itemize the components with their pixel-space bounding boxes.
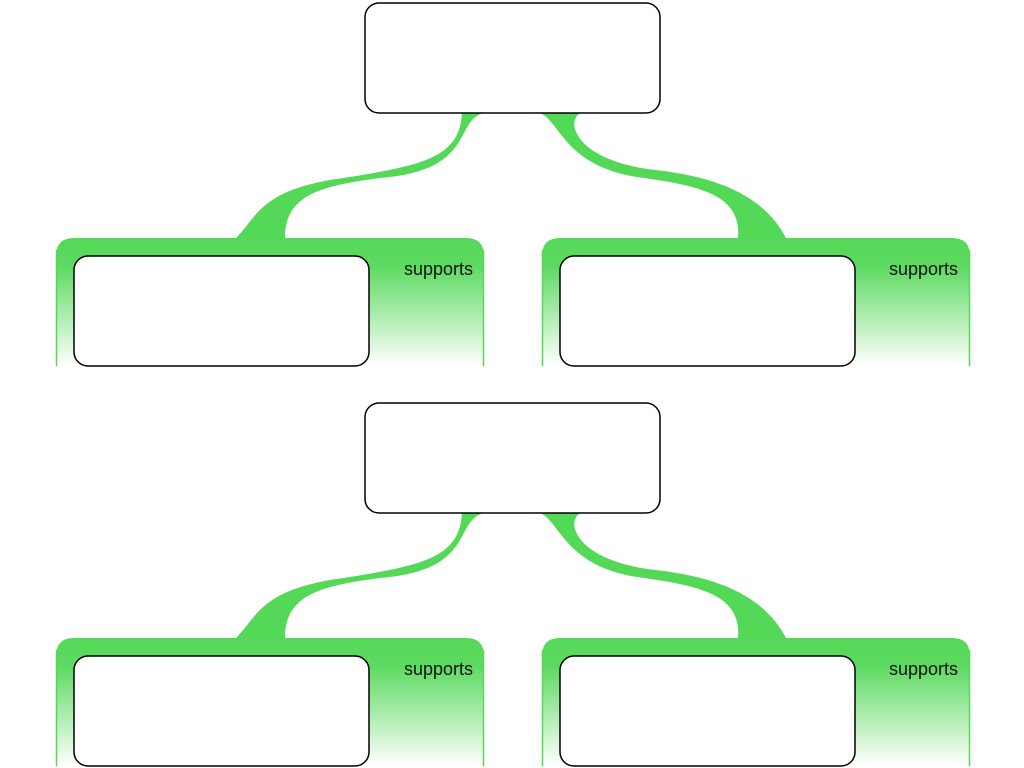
- child-box-2-right: [559, 655, 856, 767]
- child-box-1-right: [559, 255, 856, 367]
- child-box-1-left: [73, 255, 370, 367]
- tree-diagram-1: supports supports: [55, 2, 971, 367]
- parent-box-2: [364, 402, 661, 514]
- connector-1-right: [536, 112, 786, 238]
- parent-box-1: [364, 2, 661, 114]
- connector-1-left: [236, 112, 490, 238]
- connector-2-right: [536, 512, 786, 638]
- tree-diagram-2: supports supports: [55, 402, 971, 767]
- relation-label-1-right: supports: [889, 259, 958, 279]
- relation-label-1-left: supports: [404, 259, 473, 279]
- connector-2-left: [236, 512, 490, 638]
- relation-label-2-right: supports: [889, 659, 958, 679]
- relation-label-2-left: supports: [404, 659, 473, 679]
- child-box-2-left: [73, 655, 370, 767]
